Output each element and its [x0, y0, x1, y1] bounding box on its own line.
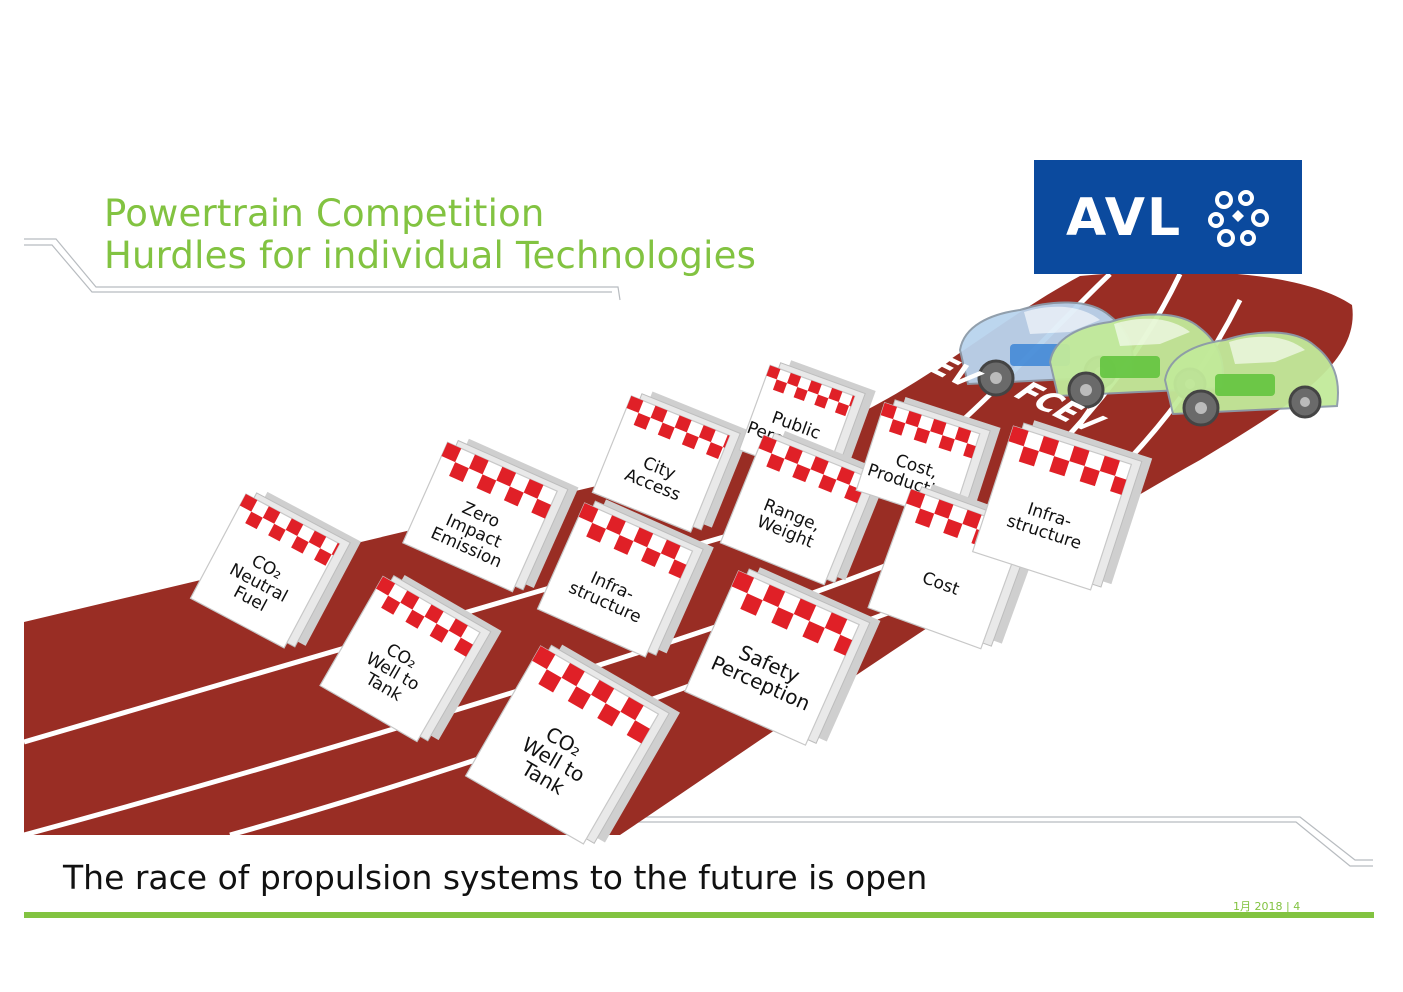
- cars-group: [958, 301, 1339, 427]
- avl-logo: AVL: [1034, 160, 1302, 274]
- footer-page-number: 4: [1293, 900, 1301, 913]
- frame-lines: [24, 238, 1373, 867]
- footer-rule: [24, 912, 1374, 918]
- hurdle-7: Range,Weight: [719, 430, 889, 586]
- page-title-line-1: Powertrain Competition: [104, 192, 545, 235]
- footer-page-info: 1月 2018 | 4: [1233, 898, 1300, 914]
- hurdle-6: Infra-structure: [536, 499, 714, 658]
- tagline: The race of propulsion systems to the fu…: [63, 858, 928, 897]
- avl-swirl-icon: [1208, 190, 1269, 247]
- hurdle-12: Infra-structure: [971, 420, 1153, 591]
- car-fcev-icon: [1163, 331, 1339, 427]
- page-title-line-2: Hurdles for individual Technologies: [104, 234, 757, 277]
- footer-separator: |: [1286, 900, 1290, 913]
- logo-text: AVL: [1066, 188, 1183, 248]
- footer-date: 1月 2018: [1233, 900, 1283, 913]
- lane-label-ice: ICE: [807, 318, 881, 368]
